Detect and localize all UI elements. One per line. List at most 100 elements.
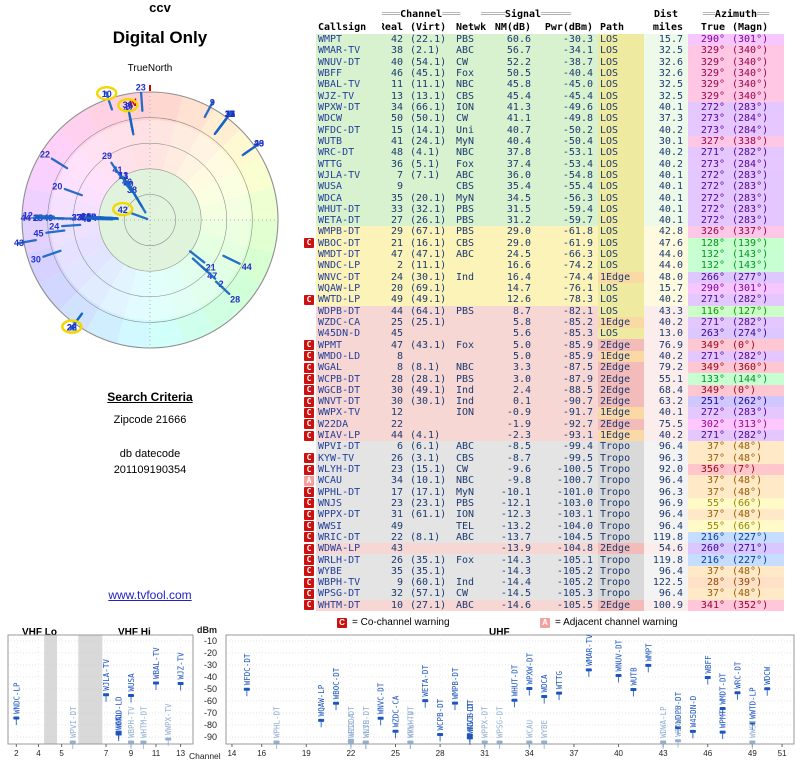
power-cell: -59.7: [562, 215, 593, 227]
warning-marker-cell: C: [302, 463, 316, 476]
spectrum-station-label: WDWA-LP: [659, 706, 668, 738]
path-cell: LOS: [598, 282, 644, 295]
callsign-cell: WBAL-TV: [318, 79, 361, 91]
noise-margin-cell: 12.6: [506, 294, 531, 306]
distance-cell: 40.1: [644, 192, 688, 204]
callsign-cell: WGCB-DT: [318, 384, 361, 396]
spectrum-station-label: WNVT-DT: [466, 702, 475, 734]
path-cell: 2Edge: [598, 543, 644, 555]
distance-cell: 32.5: [644, 45, 688, 57]
virtual-channel-cell: (67.1): [410, 226, 447, 238]
azimuth-magn-cell: (282°): [730, 429, 784, 442]
adjacent-channel-legend-text: = Adjacent channel warning: [555, 617, 678, 628]
power-cell: -50.4: [562, 135, 593, 147]
power-cell: -105.5: [556, 599, 593, 611]
network-cell: PBS: [456, 203, 475, 215]
channel-tick-label: 14: [227, 749, 236, 758]
azimuth-true-cell: 290°: [688, 282, 730, 295]
tvfool-link[interactable]: www.tvfool.com: [108, 588, 192, 602]
network-cell: ION: [456, 102, 475, 114]
report-title: ccv: [149, 0, 171, 15]
warning-marker-cell: [302, 45, 316, 57]
col-header-nm: NM(dB): [494, 22, 531, 33]
noise-margin-cell: -9.8: [506, 475, 531, 487]
warning-marker-cell: [302, 147, 316, 159]
real-channel-cell: 40: [390, 56, 403, 68]
path-cell: LOS: [598, 169, 644, 182]
warning-marker-cell: C: [302, 577, 316, 589]
distance-cell: 76.9: [644, 339, 688, 351]
network-cell: PBS: [456, 34, 475, 46]
warning-marker-cell: A: [302, 475, 316, 487]
network-cell: PBS: [456, 215, 475, 227]
azimuth-true-cell: 37°: [688, 509, 730, 521]
network-cell: CW: [456, 588, 469, 600]
col-header-pwr: Pwr(dBm): [544, 22, 593, 33]
warning-marker-cell: [302, 328, 316, 340]
virtual-channel-cell: (60.1): [410, 577, 447, 589]
co-channel-warning-marker: C: [304, 294, 314, 305]
callsign-cell: WTTG: [318, 158, 343, 170]
distance-cell: 40.2: [644, 158, 688, 170]
azimuth-true-cell: 128°: [688, 237, 730, 249]
real-channel-cell: 17: [390, 486, 403, 498]
path-cell: LOS: [598, 158, 644, 170]
report-subtitle: Digital Only: [112, 28, 208, 47]
azimuth-magn-cell: (144°): [730, 373, 784, 385]
path-cell: LOS: [598, 215, 644, 227]
spectrum-station-label: WNUV-DT: [615, 639, 624, 671]
spectrum-station-label: W22DA: [347, 713, 356, 736]
noise-margin-cell: -2.3: [506, 430, 531, 442]
real-channel-cell: 15: [390, 124, 403, 136]
azimuth-true-cell: 290°: [688, 34, 730, 46]
power-cell: -85.9: [562, 339, 593, 351]
distance-cell: 79.2: [644, 362, 688, 374]
spectrum-station-label: KYW-TV: [406, 710, 415, 738]
path-cell: LOS: [598, 226, 644, 238]
distance-cell: 13.0: [644, 328, 688, 340]
path-cell: Tropo: [598, 588, 644, 600]
path-cell: 2Edge: [598, 362, 644, 374]
virtual-channel-cell: (49.1): [410, 294, 447, 306]
path-cell: LOS: [598, 147, 644, 159]
spectrum-station-label: WNVC-DT: [377, 682, 386, 714]
real-channel-cell: 22: [390, 531, 403, 543]
virtual-channel-cell: (17.1): [410, 486, 447, 498]
azimuth-magn-cell: (143°): [730, 248, 784, 261]
radar-channel-label: 26: [67, 323, 77, 333]
noise-margin-cell: -14.5: [500, 588, 531, 600]
warning-marker-cell: [302, 79, 316, 91]
distance-cell: 96.3: [644, 452, 688, 464]
co-channel-warning-marker: C: [304, 238, 314, 249]
channel-axis-label: Channel: [189, 751, 221, 761]
noise-margin-cell: 60.6: [506, 34, 531, 46]
azimuth-magn-cell: (0°): [730, 384, 784, 396]
callsign-cell: WZDC-CA: [318, 316, 361, 328]
real-channel-cell: 35: [390, 192, 403, 204]
spectrum-station-label: WGAL: [115, 711, 124, 730]
path-cell: LOS: [598, 237, 644, 249]
north-reference-label: TrueNorth: [127, 63, 173, 74]
dbm-tick-label: -40: [203, 672, 217, 682]
virtual-channel-cell: [408, 328, 454, 339]
channel-tick-label: 5: [59, 749, 64, 758]
distance-cell: 96.4: [644, 441, 688, 453]
channel-tick-label: 22: [346, 749, 355, 758]
callsign-cell: WWPX-TV: [318, 407, 361, 419]
network-cell: [454, 419, 494, 430]
warning-marker-cell: C: [302, 588, 316, 600]
azimuth-magn-cell: (337°): [730, 226, 784, 238]
dbm-tick-label: -30: [203, 660, 217, 670]
azimuth-true-cell: 28°: [688, 577, 730, 589]
